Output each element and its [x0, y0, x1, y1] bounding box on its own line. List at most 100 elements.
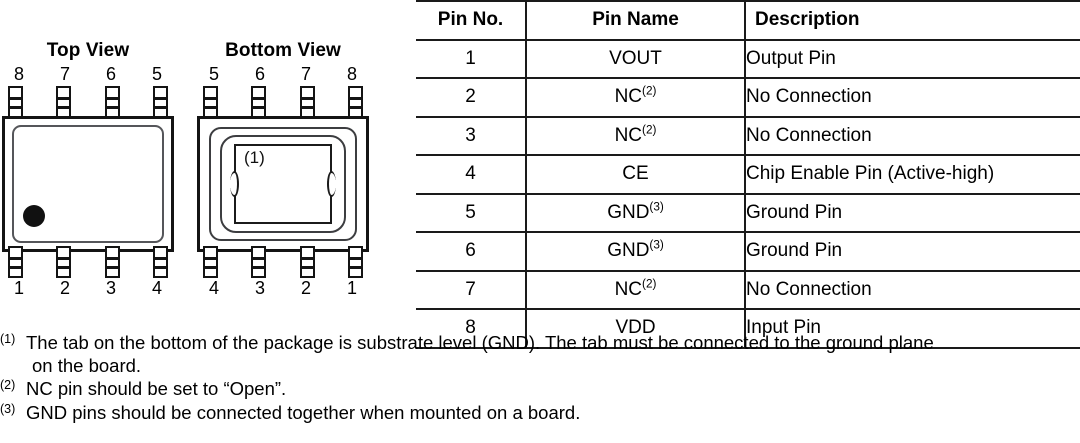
- exposed-pad-notch-right: [327, 171, 336, 197]
- pin-name-text: VOUT: [609, 47, 662, 69]
- bottom-view-package-body: (1): [197, 116, 369, 252]
- table-body: 1 VOUT Output Pin 2 NC(2) No Connection …: [416, 38, 1080, 349]
- exposed-pad: (1): [230, 144, 336, 224]
- footnote-3: (3)GND pins should be connected together…: [0, 402, 1080, 425]
- column-header-pin-name: Pin Name: [526, 0, 746, 41]
- cell-description: No Connection: [745, 77, 1080, 118]
- cell-pin-no: 3: [416, 115, 527, 156]
- pin-name-text: GND: [607, 201, 650, 223]
- top-view-upper-pin-numbers: 8 7 6 5: [8, 64, 168, 86]
- cell-pin-name: VOUT: [526, 38, 746, 79]
- pin-number: 7: [59, 64, 70, 84]
- table-row: 1 VOUT Output Pin: [416, 38, 1080, 79]
- pin-number: 3: [105, 278, 116, 298]
- footnote-text: The tab on the bottom of the package is …: [26, 332, 934, 353]
- pin-number: 3: [254, 278, 265, 298]
- cell-pin-name: GND(3): [526, 231, 746, 272]
- pin-name-text: NC: [614, 86, 643, 108]
- lead-pin: [56, 246, 72, 278]
- lead-pin: [104, 246, 120, 278]
- footnote-text: NC pin should be set to “Open”.: [26, 378, 287, 400]
- pin-number: 8: [13, 64, 24, 84]
- lead-pin: [347, 86, 363, 118]
- lead-pin: [56, 86, 72, 118]
- footnotes: (1) The tab on the bottom of the package …: [0, 332, 1080, 425]
- bottom-view-upper-pin-numbers: 5 6 7 8: [203, 64, 363, 86]
- cell-pin-name: NC(2): [526, 77, 746, 118]
- pin-number: 1: [346, 278, 357, 298]
- footnote-text-line2: on the board.: [32, 354, 142, 376]
- pin-number: 2: [300, 278, 311, 298]
- cell-description: Output Pin: [745, 38, 1080, 79]
- package-body-inner-outline: [12, 125, 164, 243]
- lead-pin: [251, 86, 267, 118]
- cell-pin-name: NC(2): [526, 115, 746, 156]
- pin-name-footnote-ref: (2): [642, 277, 657, 291]
- cell-pin-no: 7: [416, 269, 527, 310]
- bottom-view-lower-pin-numbers: 4 3 2 1: [203, 278, 363, 300]
- pin-description-table: Pin No. Pin Name Description 1 VOUT Outp…: [416, 0, 1080, 349]
- cell-pin-no: 5: [416, 192, 527, 233]
- exposed-pad-footnote-label: (1): [244, 148, 265, 167]
- lead-pin: [8, 246, 23, 278]
- cell-description: Ground Pin: [745, 231, 1080, 272]
- table-row: 2 NC(2) No Connection: [416, 77, 1080, 118]
- bottom-view-title: Bottom View: [225, 40, 341, 61]
- cell-pin-no: 4: [416, 154, 527, 195]
- table-row: 3 NC(2) No Connection: [416, 115, 1080, 156]
- pin-name-text: CE: [622, 163, 649, 185]
- pin-name-footnote-ref: (3): [649, 200, 664, 214]
- exposed-pad-notch-left: [230, 171, 239, 197]
- table-row: 6 GND(3) Ground Pin: [416, 231, 1080, 272]
- cell-description: No Connection: [745, 115, 1080, 156]
- pin-number: 6: [254, 64, 265, 84]
- column-header-pin-no: Pin No.: [416, 0, 527, 41]
- pin-number: 6: [105, 64, 116, 84]
- pin-number: 7: [300, 64, 311, 84]
- cell-pin-no: 2: [416, 77, 527, 118]
- lead-pin: [299, 246, 315, 278]
- footnote-1: (1) The tab on the bottom of the package …: [0, 332, 1080, 377]
- pin-number: 1: [13, 278, 24, 298]
- cell-pin-no: 8: [416, 308, 527, 349]
- pin-name-footnote-ref: (2): [642, 84, 657, 98]
- table-row: 7 NC(2) No Connection: [416, 269, 1080, 310]
- lead-pin: [152, 86, 168, 118]
- table-header-row: Pin No. Pin Name Description: [416, 0, 1080, 41]
- pin-number: 2: [59, 278, 70, 298]
- top-view-lower-pin-numbers: 1 2 3 4: [8, 278, 168, 300]
- pin-number: 4: [208, 278, 219, 298]
- cell-description: Input Pin: [745, 308, 1080, 349]
- footnote-2: (2) NC pin should be set to “Open”.: [0, 378, 1080, 401]
- lead-pin: [203, 86, 218, 118]
- pin-name-footnote-ref: (2): [642, 123, 657, 137]
- lead-pin: [203, 246, 218, 278]
- bottom-view-upper-leads: [203, 86, 363, 118]
- pin-name-text: NC: [614, 124, 643, 146]
- cell-description: Chip Enable Pin (Active-high): [745, 154, 1080, 195]
- lead-pin: [152, 246, 168, 278]
- top-view-title: Top View: [46, 40, 130, 61]
- pin-number: 8: [346, 64, 357, 84]
- lead-pin: [251, 246, 267, 278]
- footnote-marker: (1): [0, 332, 16, 346]
- cell-pin-name: CE: [526, 154, 746, 195]
- pin-name-footnote-ref: (3): [649, 238, 664, 252]
- lead-pin: [104, 86, 120, 118]
- table-header: Pin No. Pin Name Description: [416, 0, 1080, 41]
- package-diagram-bottom-view: Bottom View 5 6 7 8 (1): [183, 0, 383, 330]
- cell-pin-no: 6: [416, 231, 527, 272]
- top-view-package-body: [2, 116, 174, 252]
- pin-number: 4: [151, 278, 162, 298]
- cell-pin-name: VDD: [526, 308, 746, 349]
- cell-description: Ground Pin: [745, 192, 1080, 233]
- pin-number: 5: [151, 64, 162, 84]
- lead-pin: [299, 86, 315, 118]
- cell-description: No Connection: [745, 269, 1080, 310]
- footnote-marker: (2): [0, 378, 16, 393]
- footnote-marker: (3): [0, 401, 16, 416]
- table-row: 5 GND(3) Ground Pin: [416, 192, 1080, 233]
- pin-name-text: NC: [614, 278, 643, 300]
- top-view-upper-leads: [8, 86, 168, 118]
